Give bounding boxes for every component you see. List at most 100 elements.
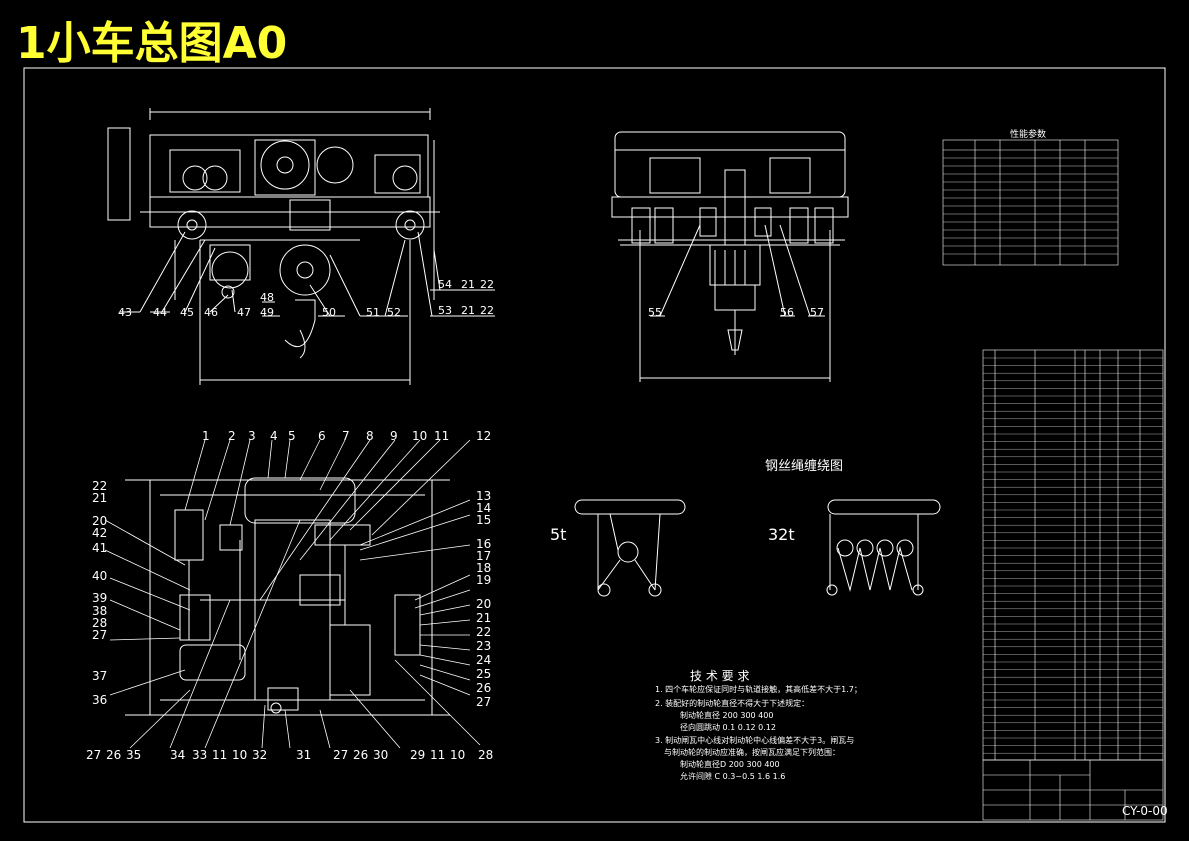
drawing-border	[23, 67, 1166, 823]
tech-req-title: 技 术 要 求	[690, 669, 749, 683]
rope-diagram-title: 钢丝绳缠绕图	[765, 458, 843, 474]
part-label: 2	[228, 429, 236, 443]
part-label: 22	[476, 625, 491, 639]
part-label: 26	[106, 748, 121, 762]
part-label: 10	[450, 748, 465, 762]
parts-list	[982, 349, 1164, 761]
tech-req-line: 制动轮直径D 200 300 400	[680, 759, 780, 769]
part-label: 8	[366, 429, 374, 443]
part-label: 22	[92, 479, 107, 493]
part-label: 13	[476, 489, 491, 503]
part-label: 10	[412, 429, 427, 443]
part-label: 11	[430, 748, 445, 762]
part-label: 5	[288, 429, 296, 443]
part-label: 52	[387, 306, 401, 319]
part-label: 36	[92, 693, 107, 707]
parts-list-rows	[983, 357, 1163, 754]
part-label: 56	[780, 306, 794, 319]
part-label: 57	[810, 306, 824, 319]
part-label: 43	[118, 306, 132, 319]
side-view	[107, 108, 495, 385]
part-label: 22	[480, 278, 494, 291]
part-label: 22	[480, 304, 494, 317]
drawing-number: CY-0-00	[1122, 804, 1168, 818]
part-label: 4	[270, 429, 278, 443]
part-label: 31	[296, 748, 311, 762]
part-label: 47	[237, 306, 251, 319]
part-label: 38	[92, 604, 107, 618]
tech-req-line: 与制动轮的制动应准确，按闸瓦应满足下列范围：	[664, 747, 840, 757]
tech-req-line: 1. 四个车轮应保证同时与轨道接触，其高低差不大于1.7；	[655, 684, 862, 694]
tech-req-body: 1. 四个车轮应保证同时与轨道接触，其高低差不大于1.7； 2. 装配好的制动轮…	[655, 684, 862, 781]
part-label: 51	[366, 306, 380, 319]
part-label: 23	[476, 639, 491, 653]
part-label: 28	[478, 748, 493, 762]
perf-table-rows	[943, 157, 1118, 255]
part-label: 14	[476, 501, 491, 515]
part-label: 19	[476, 573, 491, 587]
part-label: 20	[476, 597, 491, 611]
rope-diagram	[574, 499, 941, 597]
part-label: 50	[322, 306, 336, 319]
part-label: 46	[204, 306, 218, 319]
part-label: 28	[92, 616, 107, 630]
part-label: 29	[410, 748, 425, 762]
part-label: 16	[476, 537, 491, 551]
front-view	[611, 131, 849, 382]
part-label: 54	[438, 278, 452, 291]
part-label: 27	[476, 695, 491, 709]
part-label: 45	[180, 306, 194, 319]
part-label: 11	[212, 748, 227, 762]
tech-req-line: 2. 装配好的制动轮直径不得大于下述规定：	[655, 698, 809, 708]
part-label: 37	[92, 669, 107, 683]
page-title: 1小车总图A0	[16, 18, 287, 69]
part-label: 1	[202, 429, 210, 443]
part-label: 42	[92, 526, 107, 540]
part-label: 32	[252, 748, 267, 762]
part-label: 30	[373, 748, 388, 762]
tech-req-line: 允许间隙 C 0.3~0.5 1.6 1.6	[680, 771, 785, 781]
title-block	[982, 759, 1164, 821]
part-label: 27	[86, 748, 101, 762]
part-label: 40	[92, 569, 107, 583]
part-label: 21	[476, 611, 491, 625]
part-label: 24	[476, 653, 491, 667]
perf-table-title: 性能参数	[1010, 128, 1046, 140]
rope-label-32t: 32t	[768, 525, 795, 544]
part-label: 44	[153, 306, 167, 319]
rope-label-5t: 5t	[550, 525, 566, 544]
part-label: 55	[648, 306, 662, 319]
part-label: 35	[126, 748, 141, 762]
part-label: 27	[333, 748, 348, 762]
part-label: 7	[342, 429, 350, 443]
plan-view-leaders	[104, 439, 481, 749]
part-label: 21	[92, 491, 107, 505]
part-label: 27	[92, 628, 107, 642]
side-view-labels: 43 44 45 46 47 48 49 50 51 52 53 21 22 5…	[118, 278, 494, 319]
tech-req-line: 径向圆跳动 0.1 0.12 0.12	[680, 722, 776, 732]
part-label: 25	[476, 667, 491, 681]
tech-req-line: 3. 制动闸瓦中心线对制动轮中心线偏差不大于3。闸瓦与	[655, 735, 854, 745]
part-label: 9	[390, 429, 398, 443]
part-label: 33	[192, 748, 207, 762]
part-label: 3	[248, 429, 256, 443]
front-view-labels: 55 56 57	[648, 306, 824, 319]
part-label: 11	[434, 429, 449, 443]
part-label: 21	[461, 304, 475, 317]
tech-req-line: 制动轮直径 200 300 400	[680, 710, 773, 720]
part-label: 21	[461, 278, 475, 291]
perf-table	[942, 139, 1119, 266]
part-label: 12	[476, 429, 491, 443]
part-label: 41	[92, 541, 107, 555]
part-label: 26	[476, 681, 491, 695]
part-label: 34	[170, 748, 185, 762]
part-label: 18	[476, 561, 491, 575]
part-label: 17	[476, 549, 491, 563]
plan-view-labels: 1 2 3 4 5 6 7 8 9 10 11 12 13 14 15 16 1…	[86, 429, 493, 762]
part-label: 10	[232, 748, 247, 762]
part-label: 26	[353, 748, 368, 762]
part-label: 39	[92, 591, 107, 605]
part-label: 53	[438, 304, 452, 317]
part-label: 20	[92, 514, 107, 528]
